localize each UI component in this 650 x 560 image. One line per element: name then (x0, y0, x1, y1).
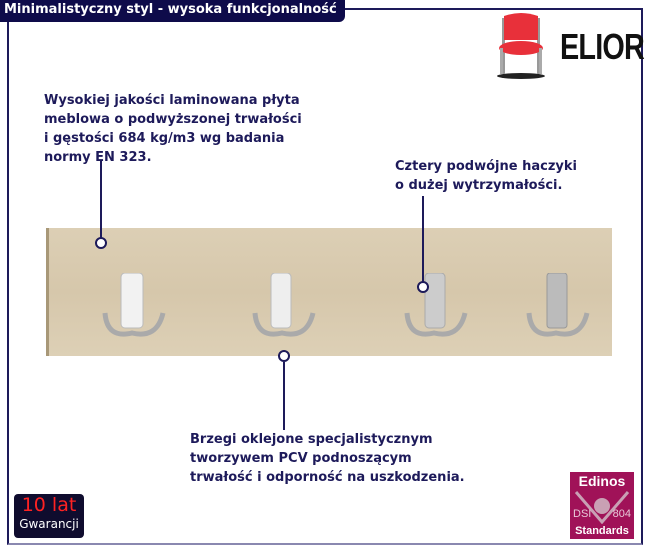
page-title: Minimalistyczny styl - wysoka funkcjonal… (0, 0, 345, 22)
cert-bottom: Standards (575, 525, 629, 537)
warranty-badge: 10 lat Gwarancji (14, 494, 84, 538)
warranty-years: 10 lat (21, 494, 77, 516)
cert-top: Edinos (578, 473, 626, 489)
callout-marker (278, 350, 290, 362)
leader-line (100, 160, 102, 238)
callout-board-material: Wysokiej jakości laminowana płyta meblow… (44, 93, 302, 165)
hook-icon (252, 273, 316, 337)
certification-badge: Edinos DSI 804 Standards (570, 472, 634, 539)
warranty-label: Gwarancji (19, 517, 79, 531)
hook-icon (526, 273, 590, 337)
coat-rack-board (46, 228, 612, 356)
leader-line (283, 362, 285, 430)
hook-icon (404, 273, 468, 337)
cert-right: 804 (612, 508, 631, 520)
cert-left: DSI (573, 508, 592, 520)
chair-icon (497, 13, 545, 79)
callout-marker (417, 281, 429, 293)
callout-edges: Brzegi oklejone specjalistycznym tworzyw… (190, 432, 465, 485)
hook-icon (102, 273, 166, 337)
callout-marker (95, 237, 107, 249)
cert-emblem-icon (574, 491, 630, 524)
callout-hooks: Cztery podwójne haczyki o dużej wytrzyma… (395, 159, 577, 193)
brand-name: ELIOR (560, 26, 645, 67)
leader-line (422, 196, 424, 282)
